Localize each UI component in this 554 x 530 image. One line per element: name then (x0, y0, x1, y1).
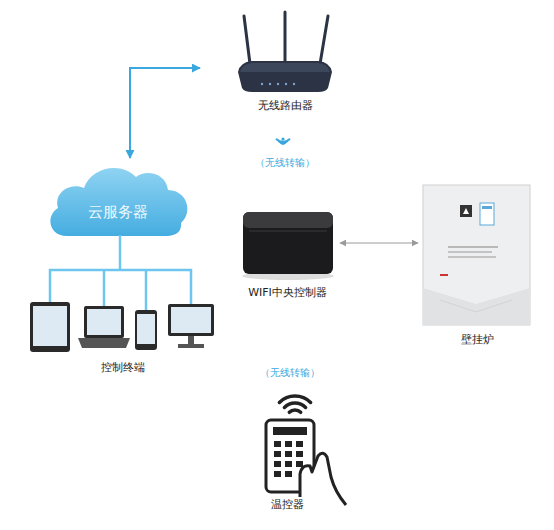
screen (33, 306, 67, 346)
led (261, 83, 263, 85)
branch-line (119, 258, 122, 270)
branch-line (50, 270, 191, 304)
sticker (480, 203, 494, 225)
hand (300, 453, 346, 505)
key (274, 441, 281, 447)
text-line (448, 256, 496, 258)
laptop (84, 306, 124, 338)
text-line (448, 251, 492, 253)
remote-screen (273, 427, 307, 435)
device-label: 壁挂炉 (418, 333, 536, 347)
tablet (30, 302, 70, 352)
transmission-note: （无线转输） (240, 366, 340, 379)
key (296, 441, 303, 447)
cloud-label: 云服务器 (45, 203, 190, 221)
link-arrow (340, 243, 418, 244)
controller-top (243, 212, 333, 228)
led (277, 83, 279, 85)
antenna (320, 16, 328, 64)
display-icon (463, 208, 469, 214)
controller-body (243, 212, 333, 274)
wifi-dot (281, 137, 284, 140)
wifi-arc (289, 410, 300, 412)
branch-line (103, 270, 106, 306)
text-line (448, 246, 498, 248)
wifi-arc (284, 403, 305, 407)
device-label: WIFI中央控制器 (235, 286, 340, 300)
router-illustration (238, 12, 332, 92)
antenna (284, 12, 287, 62)
keypad (274, 441, 303, 477)
cloud-outline (50, 168, 187, 236)
device-label: 温控器 (237, 498, 337, 512)
branch-trunk (119, 235, 122, 258)
wifi-symbol (277, 137, 290, 143)
controller-node: WIFI中央控制器 (235, 205, 340, 300)
monitor-stand (188, 336, 194, 344)
display (460, 205, 472, 217)
branch-lines (50, 258, 191, 310)
device-label: 无线路由器 (200, 99, 370, 113)
controller-illustration (242, 212, 334, 280)
transmission-note: （无线转输） (235, 156, 335, 169)
cloud-node: 云服务器 (45, 158, 190, 238)
edge (249, 230, 327, 232)
panel-line (440, 300, 512, 312)
terminal-group: 控制终端 (25, 258, 220, 378)
wifi-arc (279, 396, 310, 402)
phone (135, 310, 157, 350)
router-node: 无线路由器 (200, 10, 370, 118)
boiler-body (423, 185, 530, 325)
sticker-line (482, 206, 492, 209)
terminal-devices (30, 302, 214, 352)
network-arrow (130, 68, 200, 158)
led (285, 83, 287, 85)
brand-mark (440, 274, 448, 276)
screen (137, 314, 155, 344)
key (296, 451, 303, 457)
branch-line (145, 270, 148, 310)
antenna (244, 16, 250, 64)
led (269, 83, 271, 85)
laptop-base (78, 338, 130, 348)
device-label: 控制终端 (25, 361, 220, 375)
thermostat-wifi (279, 396, 310, 412)
lower-panel (423, 288, 530, 325)
router-top (240, 63, 330, 72)
key (285, 461, 292, 467)
screen (87, 309, 121, 335)
cloud-shape (45, 158, 190, 238)
key (274, 471, 281, 477)
thermostat-illustration (266, 420, 346, 505)
monitor (168, 304, 214, 336)
led (293, 83, 295, 85)
key (296, 461, 303, 467)
key (274, 461, 281, 467)
thermostat-node: 温控器 (237, 385, 337, 515)
screen (171, 307, 211, 333)
router-body (238, 61, 332, 92)
key (285, 451, 292, 457)
key (285, 471, 292, 477)
monitor-base (178, 344, 204, 348)
boiler-illustration (423, 185, 530, 325)
boiler-node: 壁挂炉 (418, 183, 536, 348)
key (285, 441, 292, 447)
key (274, 451, 281, 457)
